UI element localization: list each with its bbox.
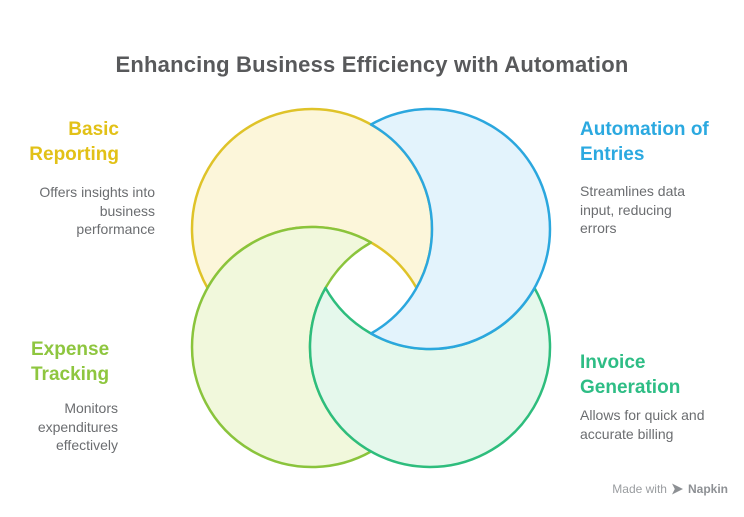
page-title: Enhancing Business Efficiency with Autom…: [115, 52, 629, 77]
napkin-brand-text: Napkin: [687, 482, 728, 496]
napkin-badge[interactable]: Made with Napkin: [612, 482, 728, 496]
section-description-invoice-generation: Allows for quick and accurate billing: [580, 407, 705, 442]
section-label-invoice-generation: Invoice Generation: [580, 352, 681, 398]
section-label-automation-of-entries: Automation of Entries: [580, 119, 709, 165]
section-label-basic-reporting: Basic Reporting: [29, 119, 119, 165]
section-description-automation-of-entries: Streamlines data input, reducing errors: [580, 183, 686, 236]
section-description-basic-reporting: Offers insights into business performanc…: [39, 184, 155, 237]
section-label-expense-tracking: Expense Tracking: [31, 339, 110, 385]
made-with-text: Made with: [612, 482, 667, 496]
section-description-expense-tracking: Monitors expenditures effectively: [37, 400, 118, 453]
automation-of-entries-segment: [369, 107, 552, 351]
napkin-logo-icon: [671, 483, 683, 495]
